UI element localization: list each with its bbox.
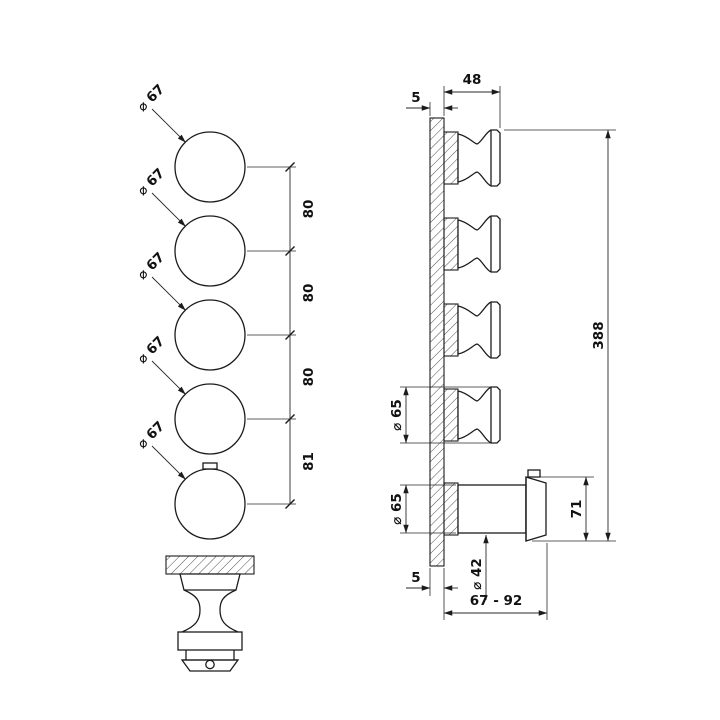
dim-knob5-diameter: ⌀ 67 xyxy=(134,418,168,452)
side-view: 48 5 388 ⌀ 65 ⌀ 65 xyxy=(389,72,616,620)
knob-profile-1 xyxy=(443,129,501,187)
dim-spacing-2: 80 xyxy=(301,284,317,303)
spacing-dimension-chain: 80 80 80 81 xyxy=(247,162,317,509)
dim-wall-thickness-bottom: 5 xyxy=(411,570,420,586)
dim-knob-projection: 48 xyxy=(463,72,482,88)
dim-388-group: 388 xyxy=(504,129,616,542)
dim-wall-thickness-top: 5 xyxy=(411,90,420,106)
dim-knob-diameter-side: ⌀ 65 xyxy=(389,399,405,431)
knob-profile-4 xyxy=(443,386,501,444)
knob-circle-3 xyxy=(174,299,246,371)
knob-circle-2 xyxy=(174,215,246,287)
dim-knob1-diameter: ⌀ 67 xyxy=(134,81,168,115)
lower-knob-tab xyxy=(527,469,541,478)
dim-spacing-3: 80 xyxy=(301,368,317,387)
dim-48-group: 48 xyxy=(443,72,501,128)
dim-lower-knob-height: 71 xyxy=(569,500,585,519)
dim-5-bottom-group: 5 xyxy=(406,568,458,620)
lower-knob-profile xyxy=(443,469,547,542)
dim-spacing-1: 80 xyxy=(301,200,317,219)
dim-lower-knob-diameter: ⌀ 65 xyxy=(389,493,405,525)
knob-profile-3 xyxy=(443,301,501,359)
dim-65-lower-group: ⌀ 65 xyxy=(389,484,456,534)
handle-screw xyxy=(205,659,215,670)
wall-section xyxy=(429,117,445,567)
dim-body-diameter: ⌀ 42 xyxy=(469,558,485,590)
knob-profile-2 xyxy=(443,215,501,273)
dim-42-group: ⌀ 42 xyxy=(469,534,489,600)
diameter-leaders: ⌀ 67 ⌀ 67 ⌀ 67 ⌀ 67 ⌀ 67 xyxy=(134,81,186,480)
knob-circle-4 xyxy=(174,383,246,455)
handle-detail xyxy=(165,555,255,672)
dim-total-height: 388 xyxy=(591,321,607,349)
dim-depth-range: 67 - 92 xyxy=(470,593,523,609)
dim-depth-group: 67 - 92 xyxy=(443,543,548,620)
dim-knob3-diameter: ⌀ 67 xyxy=(134,249,168,283)
dim-knob2-diameter: ⌀ 67 xyxy=(134,165,168,199)
dim-65-knob-group: ⌀ 65 xyxy=(389,386,490,444)
dim-5-top-group: 5 xyxy=(406,90,458,116)
dim-spacing-4: 81 xyxy=(301,452,317,471)
dim-71-group: 71 xyxy=(532,476,594,542)
knob-indicator-tab xyxy=(202,462,218,470)
knob-circle-1 xyxy=(174,131,246,203)
front-view: ⌀ 67 ⌀ 67 ⌀ 67 ⌀ 67 ⌀ 67 80 80 80 xyxy=(134,81,317,672)
wall-plate-section xyxy=(165,555,255,575)
dim-knob4-diameter: ⌀ 67 xyxy=(134,333,168,367)
